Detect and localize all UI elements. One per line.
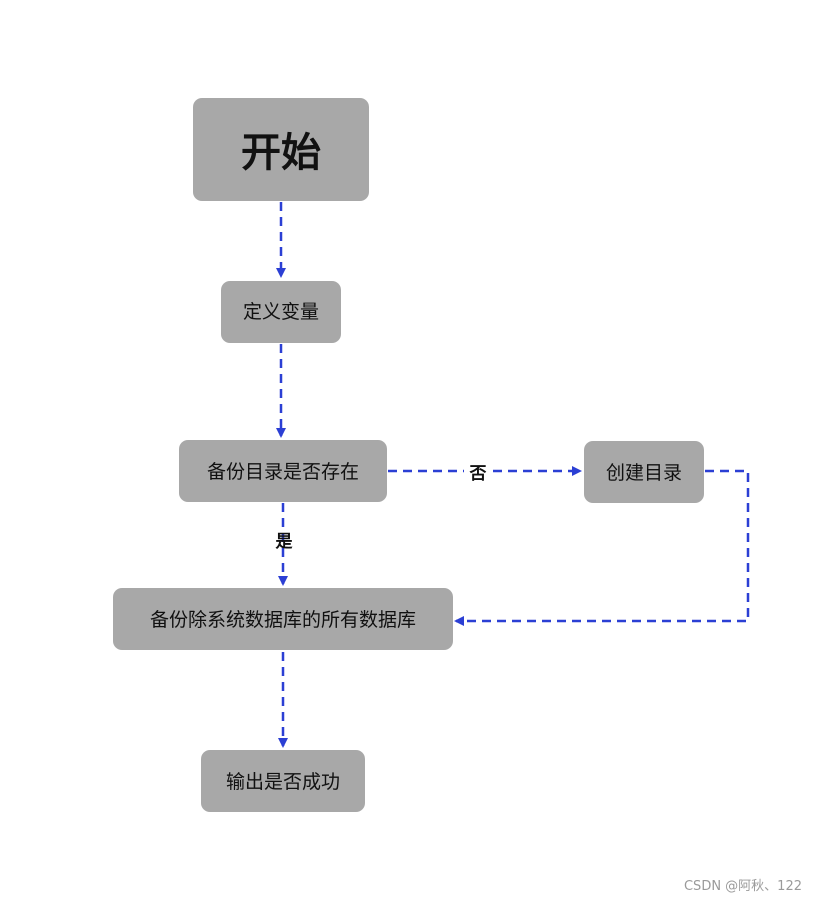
node-start[interactable]: 开始 — [193, 98, 369, 201]
node-create-dir[interactable]: 创建目录 — [584, 441, 704, 503]
node-backup-all[interactable]: 备份除系统数据库的所有数据库 — [113, 588, 453, 650]
node-output-result-label: 输出是否成功 — [226, 771, 340, 793]
edge-label-yes: 是 — [276, 532, 293, 552]
node-check-dir[interactable]: 备份目录是否存在 — [179, 440, 387, 502]
node-output-result-box — [201, 750, 365, 812]
watermark: CSDN @阿秋、122 — [683, 879, 802, 894]
node-check-dir-box — [179, 440, 387, 502]
edge-create-to-backup — [454, 469, 750, 626]
node-check-dir-label: 备份目录是否存在 — [207, 461, 359, 483]
node-create-dir-box — [584, 441, 704, 503]
edge-label-no-background — [464, 459, 492, 483]
node-backup-all-label: 备份除系统数据库的所有数据库 — [150, 609, 416, 631]
node-start-box — [193, 98, 369, 201]
node-create-dir-label: 创建目录 — [606, 462, 682, 484]
node-output-result[interactable]: 输出是否成功 — [201, 750, 365, 812]
node-backup-all-box — [113, 588, 453, 650]
edge-label-no: 否 — [469, 464, 487, 484]
node-define-vars-label: 定义变量 — [243, 301, 319, 323]
node-start-label: 开始 — [241, 130, 321, 176]
node-define-vars[interactable]: 定义变量 — [221, 281, 341, 343]
node-define-vars-box — [221, 281, 341, 343]
